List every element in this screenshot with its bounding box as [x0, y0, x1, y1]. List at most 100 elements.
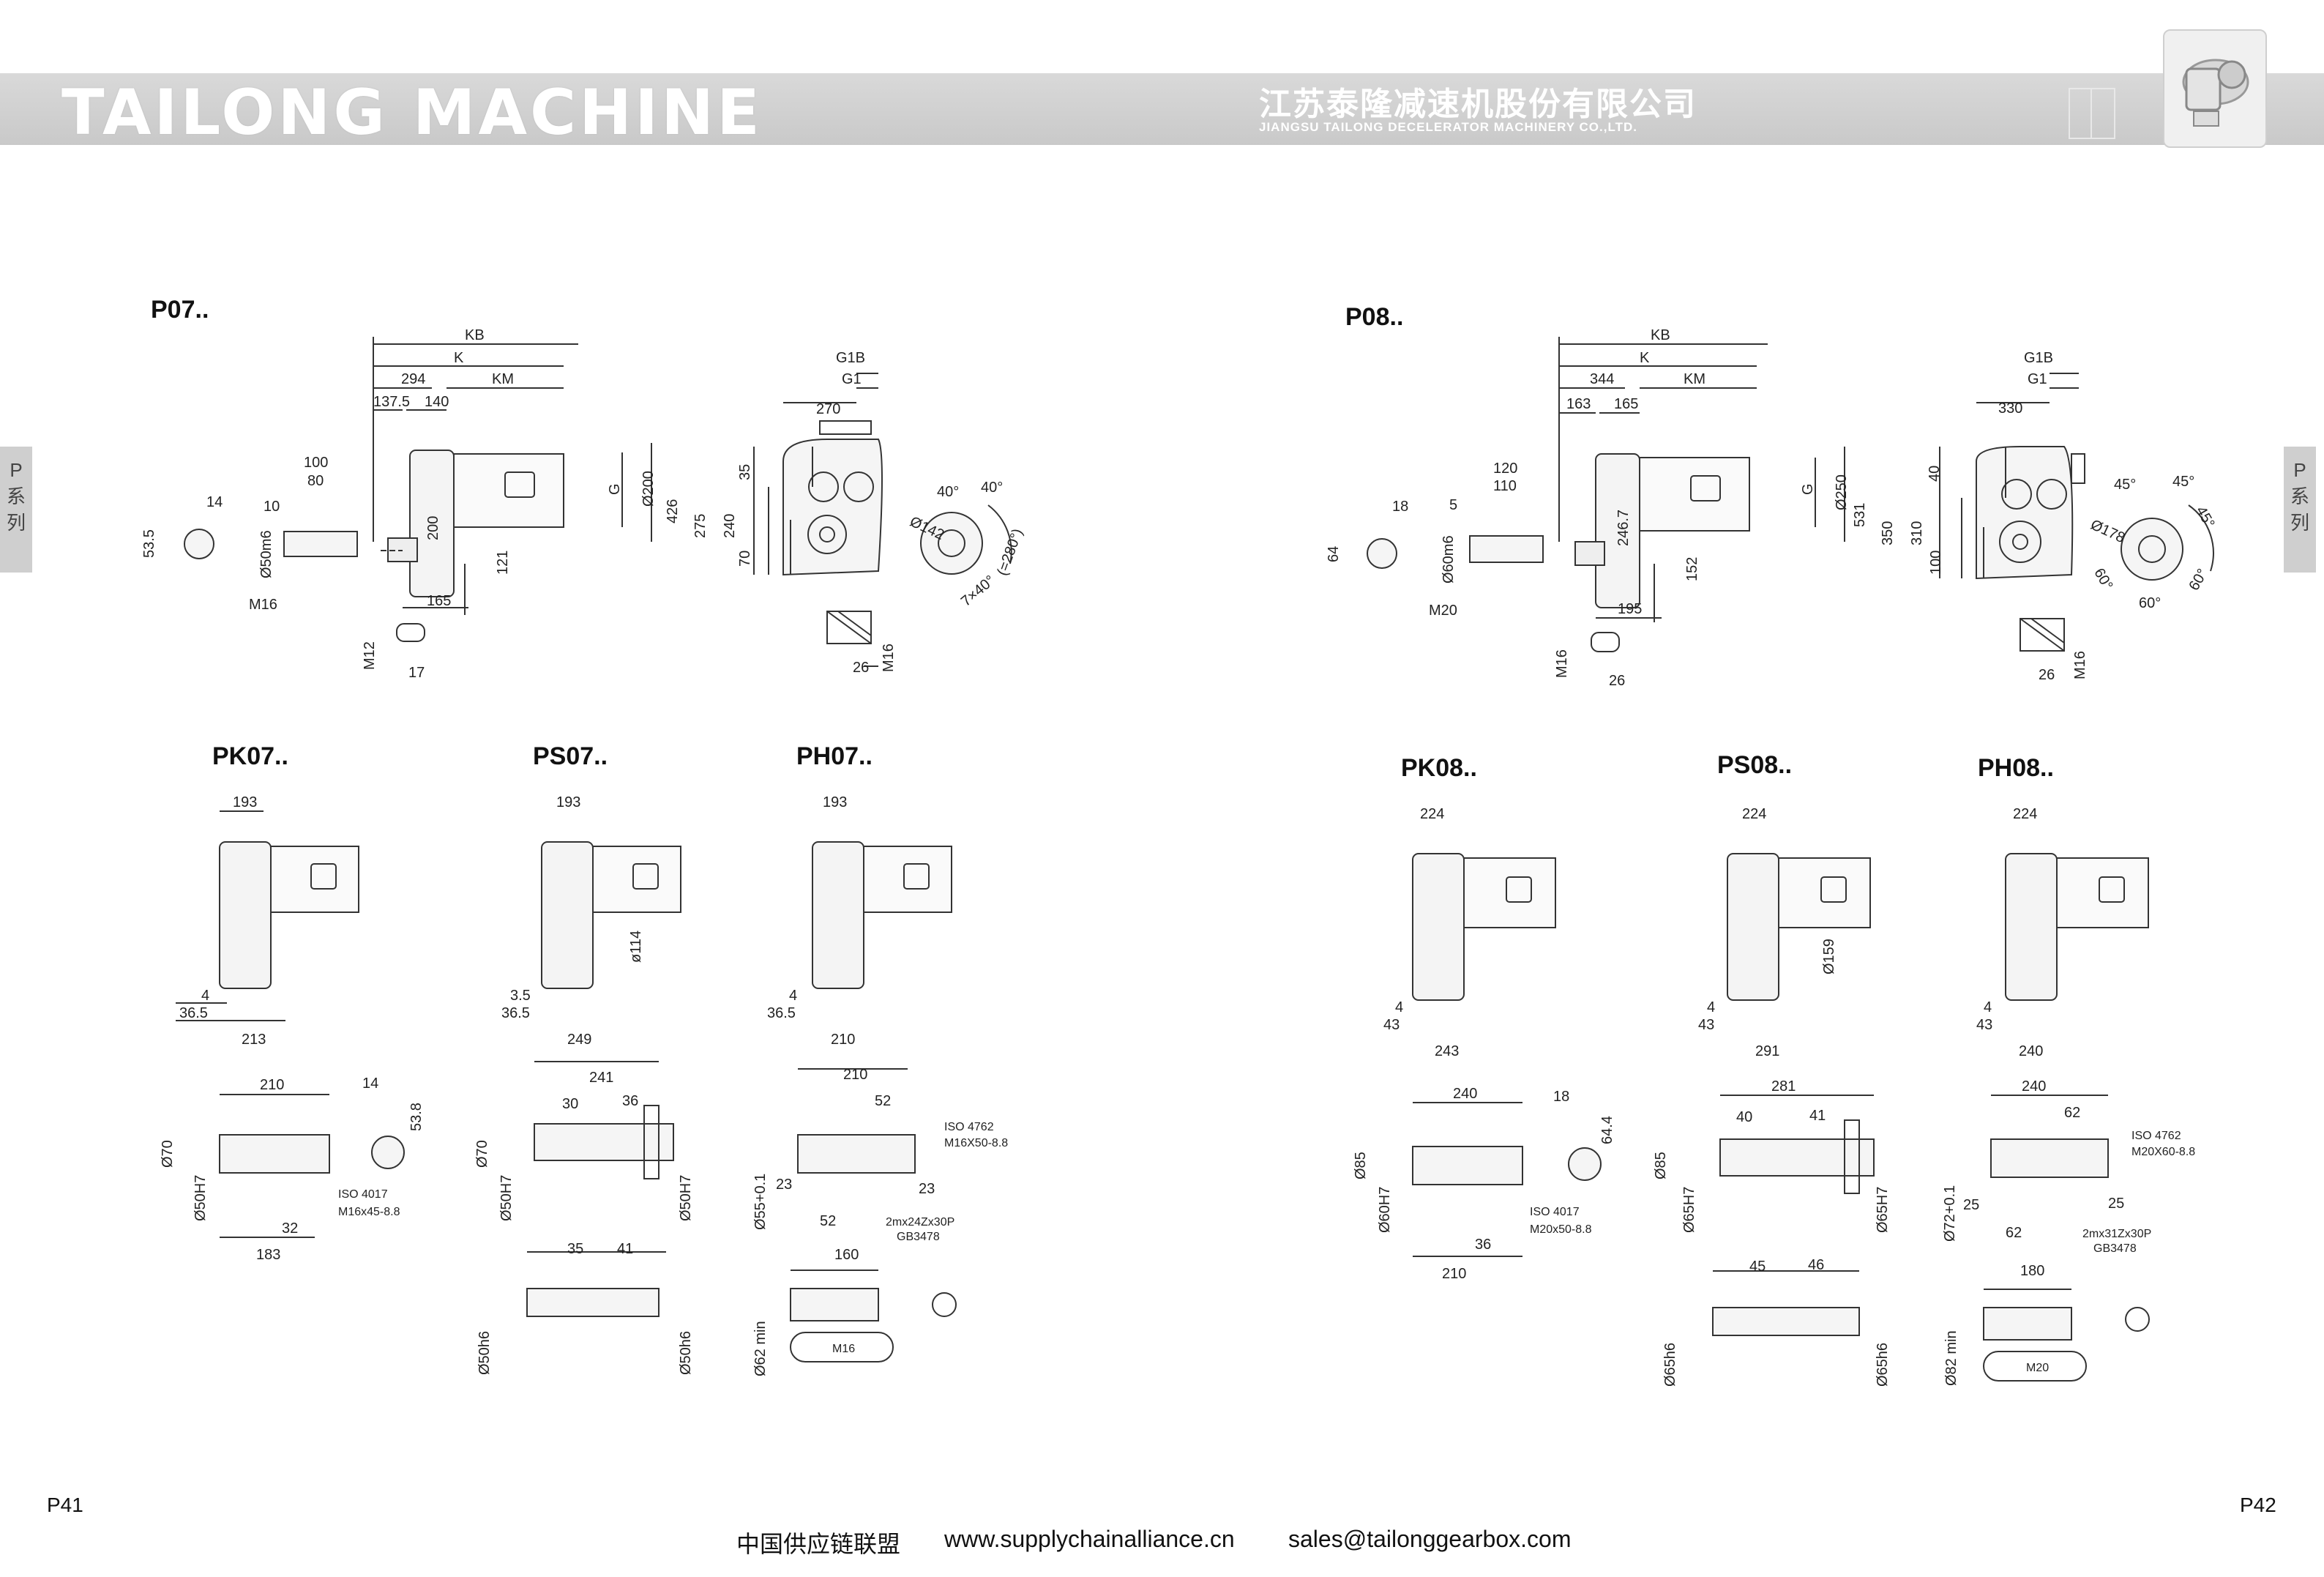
side-tab-letter: P — [2293, 459, 2306, 481]
dim-label: Ø65H7 — [1875, 1187, 1891, 1233]
dim-label: 291 — [1755, 1043, 1779, 1059]
dim-label: 270 — [816, 401, 840, 417]
dim-label: GB3478 — [2093, 1242, 2137, 1255]
dim-label: Ø85 — [1353, 1152, 1369, 1179]
dim-label: 100 — [1928, 551, 1944, 575]
dim-label: 110 — [1493, 478, 1517, 494]
dim-label: 4 — [201, 988, 209, 1004]
dim-label: G — [1800, 483, 1816, 495]
dim-label: 53.8 — [408, 1103, 425, 1131]
dim-label: 160 — [834, 1247, 859, 1263]
brand-title: TAILONG MACHINE — [61, 76, 763, 149]
side-tab-char: 系 — [2290, 485, 2309, 507]
model-title-p08: P08.. — [1345, 303, 1404, 331]
dim-label: Ø65H7 — [1681, 1187, 1697, 1233]
dim-label: Ø50H7 — [193, 1175, 209, 1221]
dim-label: Ø159 — [1821, 939, 1837, 974]
dim-label: Ø50h6 — [678, 1331, 694, 1375]
dim-label: 43 — [1698, 1017, 1714, 1033]
dim-label: 60° — [2091, 566, 2115, 593]
dim-label: ISO 4762 — [944, 1121, 994, 1133]
dim-label: 426 — [665, 499, 681, 523]
dim-label: 240 — [1453, 1086, 1477, 1102]
model-title-ps08: PS08.. — [1717, 751, 1793, 779]
model-title-p07: P07.. — [151, 296, 209, 324]
dim-label: Ø82 min — [1943, 1330, 1959, 1386]
dim-label: KB — [465, 327, 485, 343]
dim-label: 41 — [617, 1241, 633, 1257]
dim-label: M20 — [2026, 1362, 2049, 1374]
side-tab-left: P 系 列 — [0, 447, 32, 573]
dim-label: Ø70 — [160, 1140, 176, 1168]
header-band — [0, 73, 2324, 145]
model-title-pk07: PK07.. — [212, 742, 288, 770]
dim-label: Ø55+0.1 — [752, 1174, 769, 1230]
dim-label: 4 — [1984, 999, 1992, 1015]
dim-label: Ø60H7 — [1377, 1187, 1393, 1233]
dim-label: 240 — [2019, 1043, 2043, 1059]
dim-label: 241 — [589, 1070, 613, 1086]
dim-label: 40 — [1736, 1109, 1752, 1125]
side-tab-char: 列 — [6, 512, 26, 534]
model-title-ph08: PH08.. — [1978, 754, 2054, 782]
dim-label: 46 — [1808, 1257, 1824, 1273]
dim-label: 80 — [307, 473, 324, 489]
dim-label: G1B — [2024, 350, 2053, 366]
dim-label: KB — [1651, 327, 1670, 343]
dim-label: 14 — [206, 494, 223, 510]
dim-label: Ø200 — [640, 471, 657, 507]
dim-label: 180 — [2020, 1263, 2044, 1279]
footer-email[interactable]: sales@tailonggearbox.com — [1288, 1526, 1572, 1552]
dim-label: 224 — [1420, 806, 1444, 822]
dim-label: 45 — [1749, 1259, 1766, 1275]
logo-mark — [2069, 88, 2115, 139]
dim-label: 200 — [425, 516, 441, 540]
page-number-left: P41 — [47, 1494, 83, 1516]
dim-label: 70 — [737, 551, 753, 567]
dim-label: 52 — [875, 1093, 891, 1109]
dim-label: 62 — [2064, 1105, 2080, 1121]
dim-label: 64 — [1326, 546, 1342, 562]
dim-label: Ø50H7 — [498, 1175, 515, 1221]
dim-label: K — [1640, 350, 1650, 366]
model-title-ps07: PS07.. — [533, 742, 608, 770]
dim-label: M20X60-8.8 — [2131, 1146, 2195, 1158]
dim-label: 249 — [567, 1032, 591, 1048]
gearbox-icon — [2163, 29, 2267, 148]
dim-label: 2mx31Zx30P — [2082, 1228, 2151, 1240]
dim-label: Ø178 — [2088, 517, 2128, 547]
dim-label: 36.5 — [501, 1005, 530, 1021]
dim-label: 330 — [1998, 400, 2022, 417]
dim-label: 35 — [737, 464, 753, 480]
dim-label: 210 — [1442, 1266, 1466, 1282]
footer-website[interactable]: www.supplychainalliance.cn — [944, 1526, 1235, 1552]
dim-label: 4 — [1395, 999, 1403, 1015]
dim-label: 62 — [2006, 1225, 2022, 1241]
dim-label: 2mx24Zx30P — [886, 1216, 954, 1229]
dim-label: 213 — [242, 1032, 266, 1048]
dim-label: 246.7 — [1615, 510, 1632, 546]
dim-label: 210 — [843, 1067, 867, 1083]
model-title-pk08: PK08.. — [1401, 754, 1477, 782]
dim-label: M20x50-8.8 — [1530, 1223, 1592, 1236]
dim-label: 36.5 — [767, 1005, 796, 1021]
dim-label: 350 — [1880, 521, 1896, 545]
dim-label: KM — [1684, 371, 1705, 387]
p07-variants-drawing: 193 4 36.5 213 210 14 53.8 Ø70 Ø50H7 ISO… — [160, 794, 1008, 1376]
dim-label: 243 — [1435, 1043, 1459, 1059]
dim-label: 25 — [1963, 1197, 1979, 1213]
dim-label: 18 — [1392, 499, 1408, 515]
dim-label: 310 — [1909, 521, 1925, 545]
dim-label: 10 — [264, 499, 280, 515]
dim-label: 35 — [567, 1241, 583, 1257]
p08-main-drawing: KB K KM 344 163 165 120 110 5 18 64 Ø60m… — [1326, 327, 2218, 689]
dim-label: 43 — [1976, 1017, 1992, 1033]
dim-label: 152 — [1684, 557, 1700, 581]
dim-label: 26 — [2039, 667, 2055, 683]
dim-label: 121 — [495, 551, 511, 575]
dim-label: M16 — [1554, 649, 1570, 678]
dim-label: Ø250 — [1834, 474, 1850, 510]
dim-label: 43 — [1383, 1017, 1400, 1033]
dim-label: 193 — [556, 794, 580, 810]
dim-label: 40° — [981, 480, 1003, 496]
